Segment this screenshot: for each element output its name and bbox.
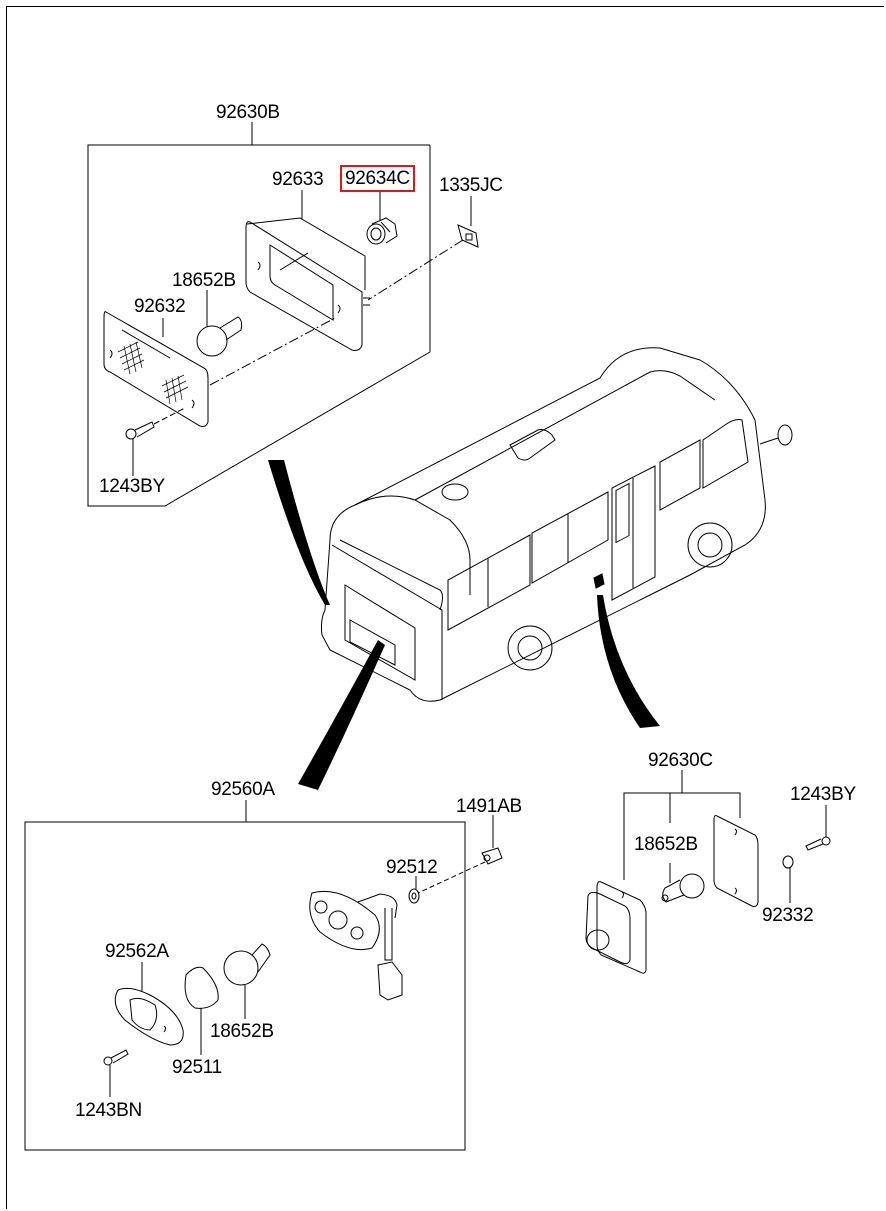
label-92634c-highlighted[interactable]: 92634C bbox=[340, 165, 415, 192]
clip-1335jc[interactable] bbox=[457, 224, 479, 248]
lamp-housing-92560a[interactable] bbox=[309, 890, 403, 1001]
washer-92332[interactable] bbox=[782, 855, 794, 869]
lens-plate-92630c[interactable] bbox=[713, 815, 759, 907]
lamp-housing-92630c[interactable] bbox=[585, 881, 647, 974]
label-92633[interactable]: 92633 bbox=[272, 169, 324, 190]
diagram-frame bbox=[6, 6, 884, 1209]
grommet-92512[interactable] bbox=[408, 888, 420, 904]
label-1243bn[interactable]: 1243BN bbox=[75, 1100, 142, 1121]
housing-92633[interactable] bbox=[245, 217, 370, 351]
label-92512[interactable]: 92512 bbox=[386, 857, 438, 878]
group-92630c bbox=[585, 770, 831, 974]
lens-92632[interactable] bbox=[103, 311, 209, 427]
group-92560a bbox=[24, 800, 503, 1151]
group-92630b-box bbox=[87, 144, 431, 507]
label-92560a[interactable]: 92560A bbox=[211, 779, 275, 800]
clip-1491ab[interactable] bbox=[481, 847, 503, 865]
bulb-18652b[interactable] bbox=[196, 316, 243, 357]
centerline-clip bbox=[367, 239, 464, 301]
gasket-92562a[interactable] bbox=[114, 987, 184, 1046]
centerline-lens bbox=[209, 317, 336, 386]
leader-92630c-bracket bbox=[623, 792, 741, 880]
screw-1243bn[interactable] bbox=[103, 1049, 129, 1066]
label-1491ab[interactable]: 1491AB bbox=[456, 796, 522, 817]
label-92562a[interactable]: 92562A bbox=[105, 941, 169, 962]
label-1243by-upper[interactable]: 1243BY bbox=[99, 476, 165, 497]
bulb-18652b-lower-right[interactable] bbox=[661, 873, 705, 903]
label-18652b-lower-right[interactable]: 18652B bbox=[634, 834, 698, 855]
lens-texture bbox=[117, 341, 189, 405]
label-92630b[interactable]: 92630B bbox=[216, 102, 280, 123]
pointer-arrow-right bbox=[597, 595, 660, 728]
screw-1243by-lower[interactable] bbox=[805, 836, 831, 851]
group-92630b bbox=[87, 122, 479, 507]
bulb-18652b-lower-left[interactable] bbox=[223, 943, 271, 986]
group-92560a-box bbox=[24, 821, 466, 1151]
label-18652b-upper[interactable]: 18652B bbox=[172, 270, 236, 291]
label-92632[interactable]: 92632 bbox=[134, 296, 186, 317]
socket-92634c[interactable] bbox=[366, 217, 398, 245]
label-92332[interactable]: 92332 bbox=[762, 905, 814, 926]
centerline-1491ab bbox=[417, 861, 486, 894]
label-1243by-lower[interactable]: 1243BY bbox=[790, 784, 856, 805]
label-92630c[interactable]: 92630C bbox=[648, 750, 713, 771]
centerline-screw bbox=[153, 407, 186, 425]
screw-1243by-upper[interactable] bbox=[125, 421, 155, 440]
pointer-arrow-upper bbox=[268, 460, 330, 605]
label-92511[interactable]: 92511 bbox=[172, 1057, 222, 1078]
bus-illustration bbox=[320, 347, 793, 702]
label-18652b-lower-left[interactable]: 18652B bbox=[210, 1021, 274, 1042]
label-1335jc[interactable]: 1335JC bbox=[439, 175, 503, 196]
lens-92511[interactable] bbox=[184, 966, 219, 1009]
pointer-arrow-lower-left bbox=[298, 640, 385, 790]
